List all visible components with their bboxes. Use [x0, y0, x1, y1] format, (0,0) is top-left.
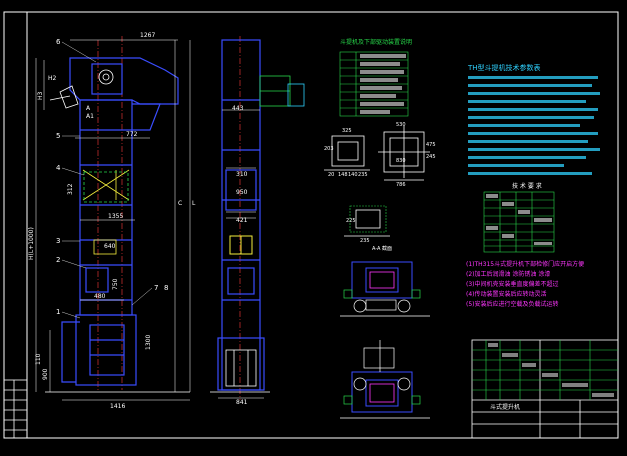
drawing-frame — [3, 11, 619, 439]
dim-head-h3: H3 — [37, 91, 44, 100]
dim-312: 312 — [67, 183, 74, 195]
dim-side-top: 443 — [232, 105, 244, 112]
label-l: L — [192, 200, 196, 207]
requirement-5: (5)安装后应进行空载及负载试运转 — [466, 300, 559, 308]
callout-5: 5 — [56, 132, 60, 140]
side-dimension-texts: 443 310 950 421 841 — [232, 105, 248, 406]
front-dimension-texts: 1267 772 1355 640 480 1416 H(L+1000) H3 … — [28, 32, 196, 410]
requirement-4: (4)传动装置安装后应转动灵活 — [466, 290, 547, 298]
dim-325: 325 — [342, 128, 352, 134]
dim-side-841: 841 — [236, 399, 248, 406]
callout-leaders — [61, 41, 153, 319]
dim-top-width: 1267 — [140, 32, 155, 39]
dim-203: 203 — [324, 146, 334, 152]
dim-1300: 1300 — [145, 335, 152, 350]
section-detail-top-right: 530 830 786 475 245 — [378, 122, 436, 188]
dim-786: 786 — [396, 182, 406, 188]
callout-4: 4 — [56, 164, 61, 172]
dim-900: 900 — [42, 368, 49, 380]
dim-140: 140 — [348, 172, 358, 178]
label-a1: A1 — [86, 113, 94, 120]
dim-side-421: 421 — [236, 217, 248, 224]
dim-mid2: 1355 — [108, 213, 123, 220]
side-dimension-lines — [218, 109, 264, 399]
parts-table-title: 技 术 要 求 — [512, 182, 542, 190]
dim-530: 530 — [396, 122, 406, 128]
dim-750: 750 — [112, 278, 119, 290]
dim-235: 235 — [358, 172, 368, 178]
dim-110: 110 — [35, 353, 42, 365]
section-a-a-views: A-A 截面 — [340, 245, 430, 419]
dim-245: 245 — [426, 154, 436, 160]
requirement-2: (2)加工后润滑油 涂防锈油 涂漆 — [466, 270, 550, 278]
side-elevation — [210, 36, 305, 400]
dim-bottom-width: 1416 — [110, 403, 125, 410]
label-a: A — [86, 105, 91, 112]
motor-table-title: 斗提机及下部驱动装置说明 — [340, 38, 412, 46]
tech-notes: TH型斗提机技术参数表 — [467, 63, 600, 175]
drawing-name: 斗式提升机 — [490, 403, 520, 411]
dim-height: H(L+1000) — [28, 227, 35, 260]
section-detail-top-left: 325 203 20 148 140 235 — [324, 128, 370, 178]
callout-6: 6 — [56, 38, 61, 46]
front-dimensions — [35, 39, 191, 401]
requirements-list: (1)TH315斗式提升机下部检修门应开启方便 (2)加工后润滑油 涂防锈油 涂… — [466, 260, 584, 308]
callout-2: 2 — [56, 256, 60, 264]
front-elevation — [45, 36, 190, 393]
callout-3: 3 — [56, 237, 60, 245]
dim-148: 148 — [338, 172, 348, 178]
dim-830: 830 — [396, 158, 406, 164]
title-block: 斗式提升机 — [471, 339, 619, 439]
callout-1: 1 — [56, 308, 60, 316]
label-c: C — [178, 200, 182, 207]
dim-mid-235: 235 — [360, 238, 370, 244]
dim-middle: 772 — [126, 131, 138, 138]
dim-side-950: 950 — [236, 189, 248, 196]
view-label-aa: A-A 截面 — [372, 245, 392, 252]
callout-8: 8 — [164, 284, 168, 292]
dim-side-310: 310 — [236, 171, 248, 178]
dim-box-left: 640 — [104, 243, 116, 250]
requirement-1: (1)TH315斗式提升机下部检修门应开启方便 — [466, 260, 584, 268]
dim-475: 475 — [426, 142, 436, 148]
dim-box-lower: 480 — [94, 293, 106, 300]
dim-h2: H2 — [48, 75, 57, 82]
motor-spec-table: 斗提机及下部驱动装置说明 — [339, 38, 412, 117]
callout-7: 7 — [154, 284, 158, 292]
parts-table: 技 术 要 求 — [483, 182, 555, 253]
left-binding-strip — [3, 379, 28, 439]
section-detail-mid-left: 225 235 — [344, 205, 390, 244]
part-callouts: 6 5 4 3 2 1 7 8 — [56, 38, 168, 316]
dim-225: 225 — [346, 218, 356, 224]
tech-notes-title: TH型斗提机技术参数表 — [467, 63, 541, 72]
dim-20: 20 — [328, 172, 334, 178]
requirement-3: (3)中间机壳安装垂直度偏差不超过 — [466, 280, 559, 288]
